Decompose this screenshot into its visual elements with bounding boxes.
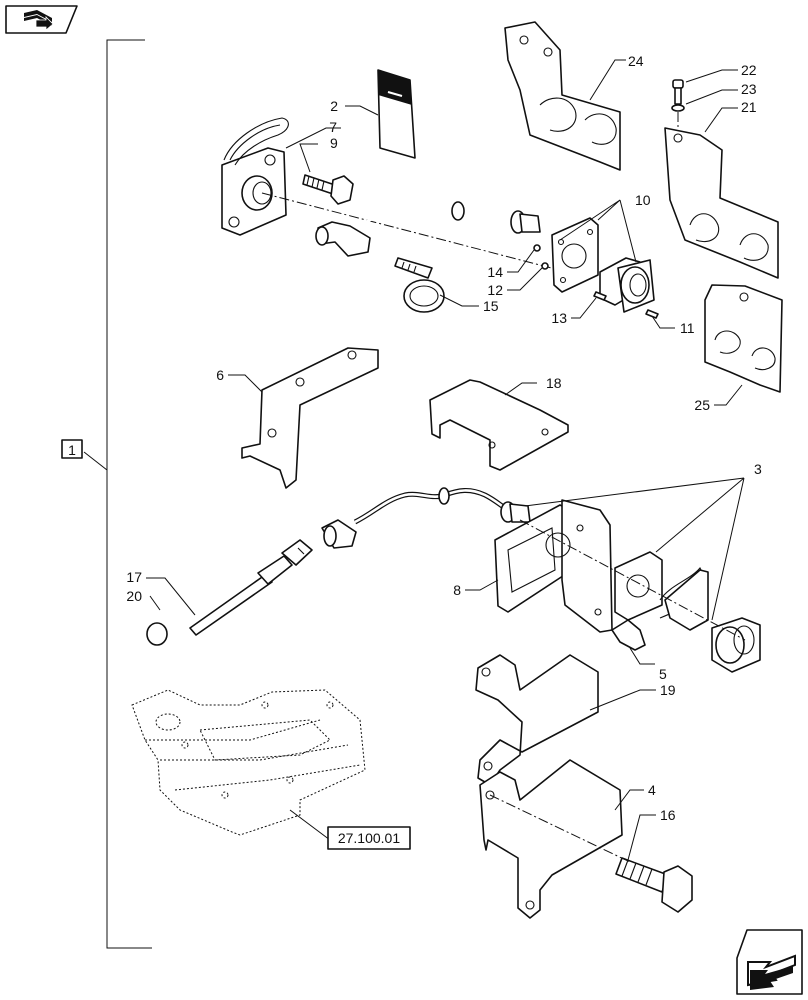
- reference-link[interactable]: 27.100.01: [289, 809, 411, 850]
- upper-harness: [315, 201, 541, 257]
- callout-13: 13: [551, 310, 567, 326]
- callout-7: 7: [329, 119, 337, 135]
- callout-12: 12: [487, 282, 503, 298]
- callout-3: 3: [754, 461, 762, 477]
- callout-8: 8: [453, 582, 461, 598]
- callout-19: 19: [660, 682, 676, 698]
- bolt-16: [615, 857, 693, 913]
- group-label: 1: [68, 442, 76, 458]
- bracket-18: [429, 379, 569, 471]
- bracket-21: [664, 127, 779, 279]
- bottom-nav-button[interactable]: [736, 929, 803, 995]
- socket-flange: [221, 117, 289, 236]
- sensor-probe: [189, 539, 313, 636]
- book-arrow-icon: [24, 10, 54, 31]
- callout-10: 10: [635, 192, 651, 208]
- cover-4: [479, 759, 623, 919]
- top-nav-button[interactable]: [5, 5, 78, 34]
- cable-tie: [394, 257, 445, 313]
- bracket-24: [504, 21, 621, 171]
- callout-labels: 2 7 9 10 24 22 23 21 14 12 15 13 11 6 18…: [126, 53, 762, 823]
- callout-6: 6: [216, 367, 224, 383]
- callout-21: 21: [741, 99, 757, 115]
- reference-housing: [131, 689, 366, 836]
- callout-4: 4: [648, 782, 656, 798]
- leaders: [146, 59, 745, 861]
- bracket-6: [241, 347, 379, 489]
- callout-17: 17: [126, 569, 142, 585]
- next-page-arrow-icon: [747, 954, 796, 990]
- callout-2: 2: [330, 98, 338, 114]
- callout-22: 22: [741, 62, 757, 78]
- bolt-9: [302, 174, 354, 205]
- o-ring: [146, 622, 168, 646]
- cover-19: [475, 654, 599, 786]
- callout-20: 20: [126, 588, 142, 604]
- bracket-25: [704, 284, 783, 393]
- callout-23: 23: [741, 81, 757, 97]
- callout-14: 14: [487, 264, 503, 280]
- socket-assembly-3: [614, 551, 761, 673]
- bolt-22: [671, 79, 685, 112]
- plate-8: [494, 499, 613, 633]
- callout-16: 16: [660, 807, 676, 823]
- group-bracket: 1: [61, 39, 152, 949]
- callout-25: 25: [694, 397, 710, 413]
- label-card: [377, 69, 416, 159]
- small-fasteners: [533, 244, 659, 319]
- callout-5: 5: [659, 666, 667, 682]
- callout-11: 11: [680, 320, 695, 336]
- callout-18: 18: [546, 375, 562, 391]
- reference-label: 27.100.01: [338, 830, 400, 846]
- callout-24: 24: [628, 53, 644, 69]
- callout-15: 15: [483, 298, 499, 314]
- callout-9: 9: [330, 135, 338, 151]
- lower-harness: [321, 487, 531, 549]
